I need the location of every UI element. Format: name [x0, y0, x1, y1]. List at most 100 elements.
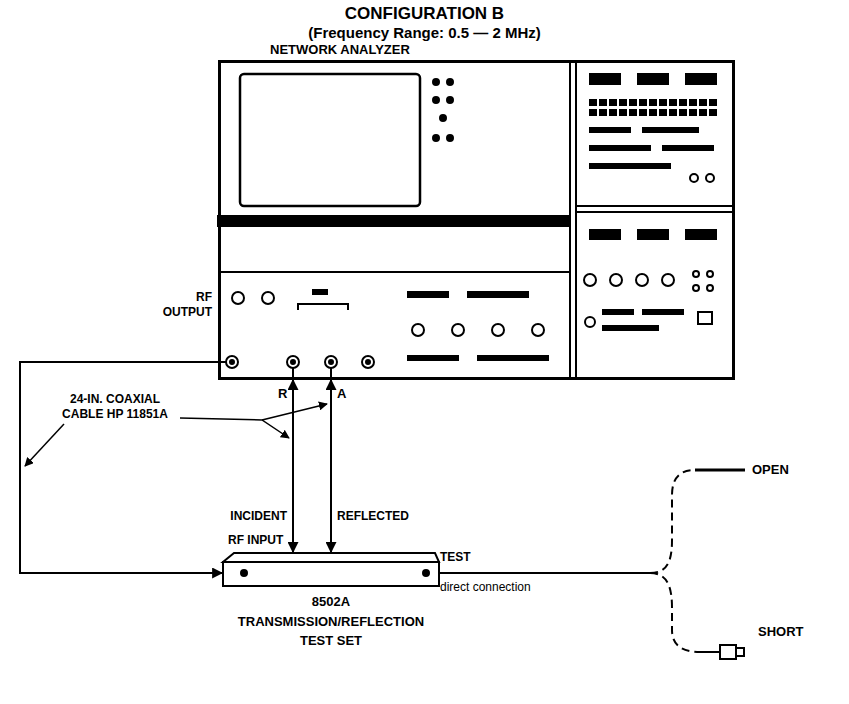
panel-button — [690, 174, 698, 182]
key-grid — [600, 100, 606, 105]
key-grid — [620, 110, 626, 115]
port-label: A — [337, 386, 346, 402]
switch-mark — [298, 304, 348, 310]
key-grid — [710, 100, 716, 105]
key-grid — [700, 110, 706, 115]
panel-divider — [576, 205, 735, 207]
display-screen — [240, 74, 420, 206]
key-grid — [650, 110, 656, 115]
key-grid — [680, 100, 686, 105]
key-grid — [590, 100, 596, 105]
instrument-name: NETWORK ANALYZER — [218, 42, 735, 58]
instrument-box: NETWORK ANALYZER — [218, 42, 735, 380]
port-jack — [362, 356, 374, 368]
cable-label: INCIDENT — [230, 509, 287, 524]
control-knob — [452, 324, 464, 336]
short-cap — [736, 648, 744, 656]
key-grid — [640, 110, 646, 115]
control-knob — [585, 317, 595, 327]
cable-label: REFLECTED — [337, 509, 409, 524]
leader-line — [180, 418, 289, 438]
box-outline — [222, 552, 440, 588]
key-grid — [660, 110, 666, 115]
panel-button — [447, 135, 453, 141]
test-set-box: 8502A TRANSMISSION/REFLECTION TEST SET — [222, 552, 440, 651]
short-branch — [650, 573, 700, 652]
port-jack — [287, 356, 299, 368]
panel-bar — [643, 310, 683, 314]
readout-window — [590, 230, 620, 239]
cable-stub — [292, 368, 294, 380]
panel-bar — [663, 146, 713, 150]
connection-note: direct connection — [440, 580, 531, 595]
test-set-front — [223, 562, 439, 586]
open-branch — [650, 470, 695, 573]
control-knob — [636, 274, 648, 286]
key-grid — [630, 110, 636, 115]
panel-divider — [575, 60, 577, 380]
readout-window — [590, 74, 620, 84]
panel-bar — [643, 128, 698, 132]
key-grid — [610, 100, 616, 105]
coaxial-cable — [20, 362, 222, 573]
panel-bar — [590, 164, 670, 168]
panel-button — [693, 285, 699, 291]
key-grid — [690, 100, 696, 105]
panel-button — [447, 79, 453, 85]
panel-edge — [218, 271, 570, 273]
control-knob — [412, 324, 424, 336]
panel-bar — [468, 292, 528, 297]
readout-window — [638, 74, 668, 84]
port-label: RF OUTPUT — [150, 290, 212, 320]
box-label: 8502A TRANSMISSION/REFLECTION TEST SET — [222, 592, 440, 651]
port-jack — [226, 356, 238, 368]
panel-switch — [698, 312, 712, 324]
panel-button — [706, 174, 714, 182]
frequency-range: (Frequency Range: 0.5 — 2 MHz) — [0, 24, 849, 43]
readout-window — [686, 74, 716, 84]
key-grid — [650, 100, 656, 105]
short-cable — [700, 651, 720, 653]
port-jack-pin — [230, 360, 234, 364]
port-jack — [423, 570, 429, 576]
signal-cable — [330, 380, 332, 552]
diagram-title: CONFIGURATION B — [0, 3, 849, 24]
panel-bar — [590, 146, 650, 150]
control-knob — [262, 292, 274, 304]
control-knob — [610, 274, 622, 286]
panel-divider — [576, 211, 735, 213]
signal-cable — [292, 380, 294, 552]
key-grid — [690, 110, 696, 115]
panel-button — [707, 271, 713, 277]
key-grid — [630, 100, 636, 105]
panel-bar — [603, 326, 658, 330]
control-knob — [662, 274, 674, 286]
port-jack-pin — [366, 360, 370, 364]
readout-window — [638, 230, 668, 239]
key-grid — [670, 100, 676, 105]
key-grid — [670, 110, 676, 115]
port-jack — [325, 356, 337, 368]
panel-bar — [408, 356, 458, 360]
port-jack-pin — [291, 360, 295, 364]
panel-button — [440, 115, 446, 121]
cable-stub — [330, 368, 332, 380]
termination-label: OPEN — [752, 462, 789, 478]
cable-callout: 24-IN. COAXIAL CABLE HP 11851A — [55, 392, 175, 422]
panel-button — [707, 285, 713, 291]
test-set-top — [223, 553, 439, 562]
panel-bar — [590, 128, 630, 132]
termination-label: SHORT — [758, 624, 804, 640]
key-grid — [600, 110, 606, 115]
panel-band — [218, 216, 570, 226]
panel-button — [693, 271, 699, 277]
leader-line — [25, 424, 64, 466]
port-label: RF INPUT — [228, 533, 283, 548]
test-cable — [432, 572, 650, 574]
port-label: R — [278, 386, 287, 402]
key-grid — [610, 110, 616, 115]
panel-button — [447, 97, 453, 103]
key-grid — [710, 110, 716, 115]
key-grid — [680, 110, 686, 115]
